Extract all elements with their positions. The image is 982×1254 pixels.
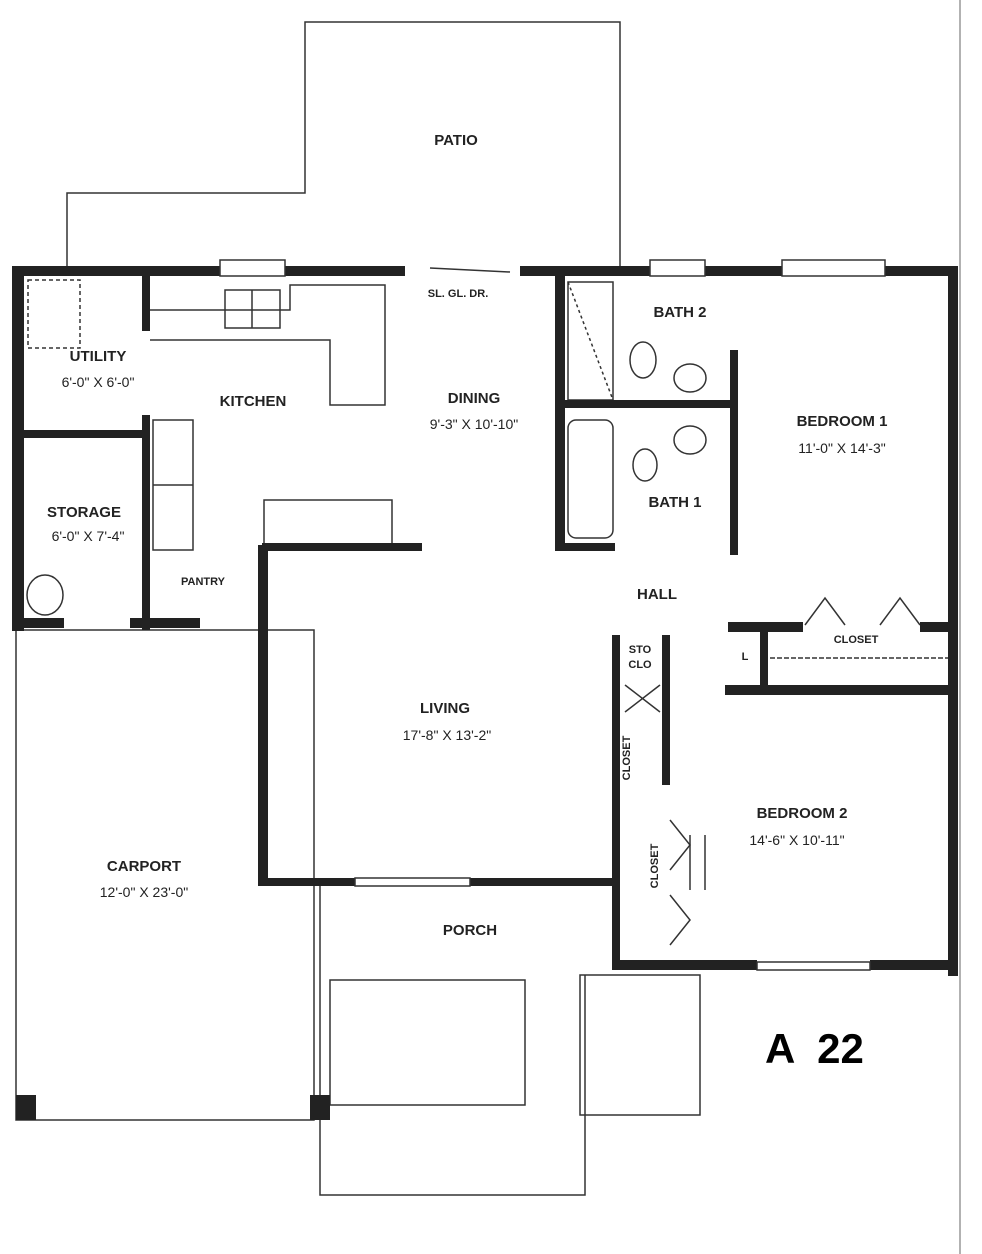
utility-size: 6'-0" X 6'-0" — [61, 374, 135, 390]
plan-code: A 22 — [765, 1025, 864, 1072]
dining-size: 9'-3" X 10'-10" — [429, 416, 519, 432]
bath2-label: BATH 2 — [653, 304, 707, 321]
living-label: LIVING — [419, 700, 471, 717]
pantry-label: PANTRY — [181, 576, 225, 588]
closet-bedroom1-label: CLOSET — [833, 634, 879, 646]
bedroom1-label: BEDROOM 1 — [796, 413, 888, 430]
outlines — [15, 0, 961, 1254]
kitchen-counter — [150, 284, 386, 406]
porch-planter-left — [329, 979, 526, 1106]
toilet-bath2-a — [629, 341, 657, 379]
closet-bedroom2-label: CLOSET — [649, 843, 661, 889]
water-heater — [26, 574, 64, 616]
living-size: 17'-8" X 13'-2" — [402, 727, 492, 743]
bath1-label: BATH 1 — [648, 494, 702, 511]
utility-label: UTILITY — [69, 348, 127, 365]
storage-closet-label-2: CLO — [628, 659, 652, 671]
bathtub — [567, 419, 614, 539]
carport-label: CARPORT — [106, 858, 182, 875]
storage-size: 6'-0" X 7'-4" — [51, 528, 125, 544]
toilet-bath1-b — [632, 448, 658, 482]
storage-label: STORAGE — [47, 504, 121, 521]
bedroom2-label: BEDROOM 2 — [756, 805, 848, 822]
hall-label: HALL — [637, 586, 677, 603]
utility-washer — [27, 279, 81, 349]
linen-closet-label: L — [741, 651, 749, 663]
toilet-bath2-b — [673, 363, 707, 393]
sliding-door-label: SL. GL. DR. — [427, 288, 489, 300]
kitchen-label: KITCHEN — [219, 393, 287, 410]
bedroom2-size: 14'-6" X 10'-11" — [749, 832, 845, 848]
porch-outline — [319, 885, 586, 1196]
patio-label: PATIO — [434, 132, 478, 149]
porch-planter-right — [579, 974, 701, 1116]
bedroom1-size: 11'-0" X 14'-3" — [798, 440, 886, 456]
carport-outline — [15, 629, 315, 1121]
dining-label: DINING — [447, 390, 501, 407]
walls — [12, 266, 958, 1120]
range — [263, 499, 393, 546]
windows — [219, 259, 886, 971]
carport-size: 12'-0" X 23'-0" — [99, 884, 189, 900]
patio-outline — [66, 21, 621, 268]
toilet-bath1-a — [673, 425, 707, 455]
porch-label: PORCH — [442, 922, 498, 939]
closet-hall-label: CLOSET — [621, 735, 633, 781]
storage-closet-label-1: STO — [628, 644, 652, 656]
